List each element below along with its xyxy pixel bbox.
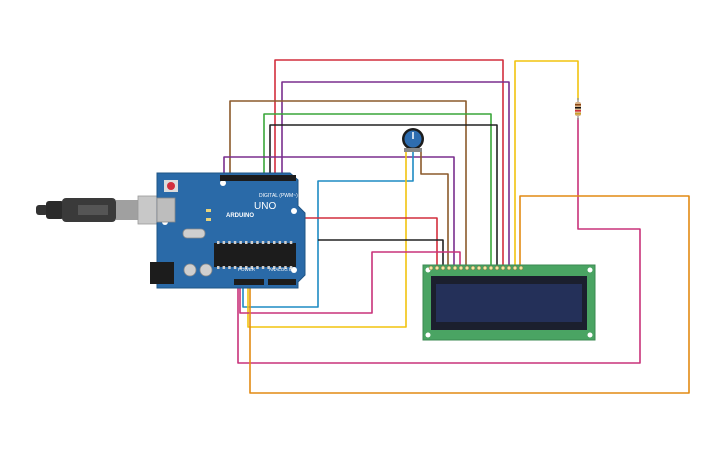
chip-pin [273, 266, 276, 269]
wire-purple-top[interactable] [281, 81, 510, 268]
potentiometer[interactable] [402, 128, 424, 152]
lcd-pin[interactable] [428, 265, 434, 271]
digital-header[interactable] [220, 175, 296, 181]
chip-pin [289, 266, 293, 269]
lcd-pin[interactable] [512, 265, 518, 271]
lcd-pin[interactable] [458, 265, 464, 271]
chip-pin [245, 266, 248, 269]
chip-pin [256, 241, 259, 244]
reset-button-cap[interactable] [167, 182, 175, 190]
chip-pin [233, 266, 237, 269]
wire-blue[interactable] [242, 150, 414, 308]
lcd-pin[interactable] [506, 265, 512, 271]
chip-pin [222, 241, 226, 244]
chip-pin [261, 241, 265, 244]
chip-pin [278, 241, 282, 244]
chip-pin [222, 266, 226, 269]
microcontroller-chip [214, 243, 296, 267]
power-jack [150, 262, 174, 284]
lcd-pin[interactable] [518, 265, 524, 271]
uno-model-label: UNO [254, 201, 276, 212]
capacitor [199, 263, 213, 277]
chip-pin [245, 241, 248, 244]
wire-red-top[interactable] [274, 59, 504, 268]
lcd-pin[interactable] [452, 265, 458, 271]
wire-purple-mid[interactable] [223, 156, 455, 268]
chip-pin [267, 266, 270, 269]
lcd-display[interactable] [422, 264, 596, 341]
analog-in-label: ANALOG IN [269, 267, 294, 272]
status-led [206, 209, 211, 212]
lcd-pin[interactable] [446, 265, 452, 271]
lcd-pin[interactable] [494, 265, 500, 271]
wire-brown-mid[interactable] [420, 150, 449, 268]
chip-pin [217, 266, 220, 269]
mounting-hole [291, 208, 297, 214]
chip-pin [261, 266, 265, 269]
chip-pin [284, 241, 287, 244]
lcd-mount-hole [587, 267, 593, 273]
lcd-pin-header[interactable] [428, 265, 524, 271]
wire-brown[interactable] [229, 100, 467, 268]
status-led [206, 218, 211, 221]
chip-pin [217, 241, 220, 244]
chip-pin [284, 266, 287, 269]
usb-port [156, 197, 176, 223]
lcd-pin[interactable] [482, 265, 488, 271]
wire-black-mid[interactable] [318, 239, 444, 268]
chip-pin [250, 241, 254, 244]
lcd-pin[interactable] [476, 265, 482, 271]
lcd-mount-hole [587, 332, 593, 338]
lcd-pin[interactable] [464, 265, 470, 271]
mounting-hole [220, 180, 226, 186]
mounting-hole [291, 267, 297, 273]
power-label: POWER [238, 267, 256, 272]
chip-pin [278, 266, 282, 269]
power-header[interactable] [234, 279, 264, 285]
lcd-pin[interactable] [488, 265, 494, 271]
capacitor [183, 263, 197, 277]
analog-header[interactable] [268, 279, 296, 285]
chip-pin [228, 266, 231, 269]
wire-black-top[interactable] [269, 124, 498, 268]
chip-pin [267, 241, 270, 244]
lcd-pin[interactable] [470, 265, 476, 271]
wire-magenta-bottom[interactable] [239, 251, 461, 314]
digital-label: DIGITAL (PWM~) [259, 193, 298, 199]
lcd-mount-hole [425, 332, 431, 338]
chip-pin [239, 241, 242, 244]
wire-yellow-resistor[interactable] [514, 60, 579, 268]
chip-pins [217, 241, 293, 269]
lcd-pin[interactable] [434, 265, 440, 271]
chip-pin [273, 241, 276, 244]
wire-green[interactable] [263, 113, 492, 268]
chip-pin [250, 266, 254, 269]
lcd-pin[interactable] [440, 265, 446, 271]
arduino-brand-label: ARDUINO [226, 213, 254, 219]
wire-yellow-pot[interactable] [247, 150, 407, 328]
chip-pin [256, 266, 259, 269]
usb-cable[interactable] [36, 195, 169, 225]
wire-magenta-resistor[interactable] [237, 118, 641, 364]
lcd-screen [436, 284, 582, 322]
chip-pin [233, 241, 237, 244]
resistor[interactable] [575, 98, 581, 120]
arduino-board[interactable]: DIGITAL (PWM~) ARDUINO UNO POWER ANALOG … [150, 172, 306, 289]
chip-pin [239, 266, 242, 269]
wire-orange[interactable] [249, 195, 690, 394]
chip-pin [289, 241, 293, 244]
crystal [182, 228, 206, 239]
lcd-pin[interactable] [500, 265, 506, 271]
chip-pin [228, 241, 231, 244]
